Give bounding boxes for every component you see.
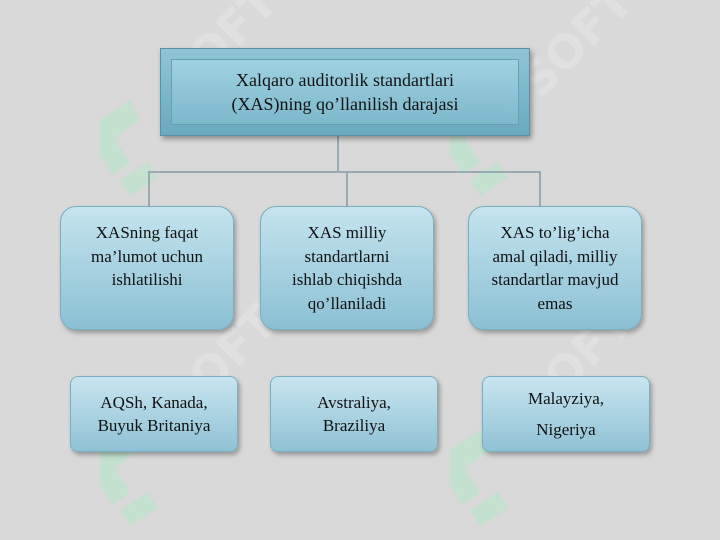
root-title-line-2: (XAS)ning qo’llanilish darajasi xyxy=(231,94,459,114)
examples-2-line-1: Avstraliya, xyxy=(317,392,391,412)
branch-2-line-3: ishlab chiqishda xyxy=(291,270,402,289)
branch-1-line-1: XASning faqat xyxy=(95,223,199,242)
root-title-line-1: Xalqaro auditorlik standartlari xyxy=(236,70,454,90)
branch-2-line-1: XAS milliy xyxy=(307,223,387,242)
branch-1-line-2: ma’lumot uchun xyxy=(91,246,203,266)
examples-1-line-1: AQSh, Kanada, xyxy=(100,392,208,412)
root-node: Xalqaro auditorlik standartlari (XAS)nin… xyxy=(160,48,530,136)
connector-branch-2 xyxy=(346,171,348,207)
connector-branch-1 xyxy=(148,171,150,207)
examples-3-line-1: Malayziya, xyxy=(528,388,604,408)
connector-root-down xyxy=(337,134,339,172)
examples-2-line-2: Braziliya xyxy=(322,416,386,435)
examples-1-line-2: Buyuk Britaniya xyxy=(97,416,211,435)
branch-3-line-1: XAS to’lig’icha xyxy=(500,223,610,242)
examples-node-1: AQSh, Kanada, Buyuk Britaniya xyxy=(70,376,238,452)
branch-2-line-4: qo’llaniladi xyxy=(307,293,387,313)
examples-3-line-2: Nigeriya xyxy=(536,420,596,439)
branch-3-line-3: standartlar mavjud xyxy=(491,270,619,289)
branch-node-full-application: XAS to’lig’icha amal qiladi, milliy stan… xyxy=(468,206,642,330)
branch-3-line-4: emas xyxy=(537,293,573,313)
branch-node-info-only: XASning faqat ma’lumot uchun ishlatilish… xyxy=(60,206,234,330)
connector-horizontal xyxy=(148,171,540,173)
branch-2-line-2: standartlarni xyxy=(304,246,390,266)
branch-node-national-standards: XAS milliy standartlarni ishlab chiqishd… xyxy=(260,206,434,330)
connector-branch-3 xyxy=(539,171,541,207)
examples-node-2: Avstraliya, Braziliya xyxy=(270,376,438,452)
examples-node-3: Malayziya, Nigeriya xyxy=(482,376,650,452)
branch-1-line-3: ishlatilishi xyxy=(111,270,183,289)
branch-3-line-2: amal qiladi, milliy xyxy=(492,246,618,266)
root-node-face: Xalqaro auditorlik standartlari (XAS)nin… xyxy=(171,59,519,125)
